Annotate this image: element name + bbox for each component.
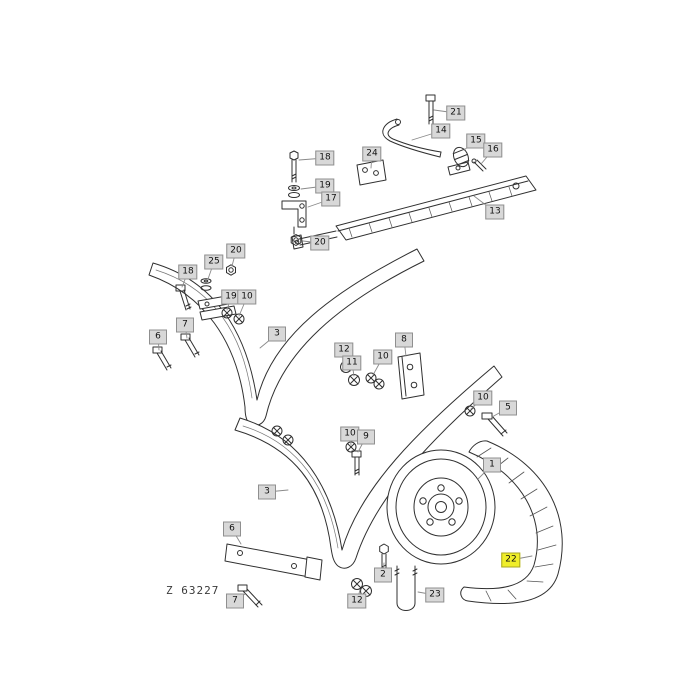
bolt-18-top-drawing bbox=[289, 150, 299, 183]
middle-hardware-drawing bbox=[271, 352, 508, 476]
callout-part-13[interactable]: 13 bbox=[485, 204, 505, 220]
callout-part-18[interactable]: 18 bbox=[178, 264, 198, 280]
callout-part-17[interactable]: 17 bbox=[321, 191, 341, 207]
callout-part-3[interactable]: 3 bbox=[258, 484, 276, 500]
bracket-17-drawing bbox=[281, 200, 307, 235]
callout-part-3[interactable]: 3 bbox=[268, 326, 286, 342]
callout-part-10[interactable]: 10 bbox=[373, 349, 393, 365]
pin-16-drawing bbox=[471, 158, 487, 172]
u-bolt-23-drawing bbox=[394, 565, 418, 611]
callout-part-6[interactable]: 6 bbox=[223, 521, 241, 537]
callout-part-7[interactable]: 7 bbox=[176, 317, 194, 333]
rod-14-drawing bbox=[382, 118, 442, 158]
callout-part-23[interactable]: 23 bbox=[425, 587, 445, 603]
callout-part-5[interactable]: 5 bbox=[499, 400, 517, 416]
callout-part-18[interactable]: 18 bbox=[315, 150, 335, 166]
callout-part-12[interactable]: 12 bbox=[347, 593, 367, 609]
callout-part-16[interactable]: 16 bbox=[483, 142, 503, 158]
callout-part-6[interactable]: 6 bbox=[149, 329, 167, 345]
callout-part-11[interactable]: 11 bbox=[342, 355, 362, 371]
callout-part-20[interactable]: 20 bbox=[310, 235, 330, 251]
callout-part-15[interactable]: 15 bbox=[466, 133, 486, 149]
callout-part-21[interactable]: 21 bbox=[446, 105, 466, 121]
callout-part-8[interactable]: 8 bbox=[395, 332, 413, 348]
callout-part-1[interactable]: 1 bbox=[483, 457, 501, 473]
roller-15-drawing bbox=[452, 146, 470, 168]
callout-part-20[interactable]: 20 bbox=[226, 243, 246, 259]
band-hatching bbox=[476, 447, 557, 602]
callout-part-14[interactable]: 14 bbox=[431, 123, 451, 139]
callout-part-25[interactable]: 25 bbox=[204, 254, 224, 270]
nut-20-top-drawing bbox=[290, 234, 302, 246]
bolt-7-bottom-drawing bbox=[237, 584, 263, 608]
callout-part-7[interactable]: 7 bbox=[226, 593, 244, 609]
callout-part-10[interactable]: 10 bbox=[237, 289, 257, 305]
figure-code: Z 63227 bbox=[166, 584, 220, 597]
bracket-6-bottom-drawing bbox=[224, 543, 323, 581]
callout-part-22[interactable]: 22 bbox=[501, 552, 521, 568]
bolt-21-drawing bbox=[425, 94, 436, 125]
callout-part-10[interactable]: 10 bbox=[473, 390, 493, 406]
beam-hatching bbox=[348, 186, 513, 238]
plate-24-drawing bbox=[356, 159, 387, 186]
wheel-drawing bbox=[386, 449, 496, 565]
callout-part-2[interactable]: 2 bbox=[374, 567, 392, 583]
band-22-drawing bbox=[460, 440, 563, 604]
top-beam-assembly-drawing bbox=[281, 94, 537, 250]
washers-19-top-drawing bbox=[288, 185, 300, 198]
callout-part-24[interactable]: 24 bbox=[362, 146, 382, 162]
callout-part-9[interactable]: 9 bbox=[357, 429, 375, 445]
